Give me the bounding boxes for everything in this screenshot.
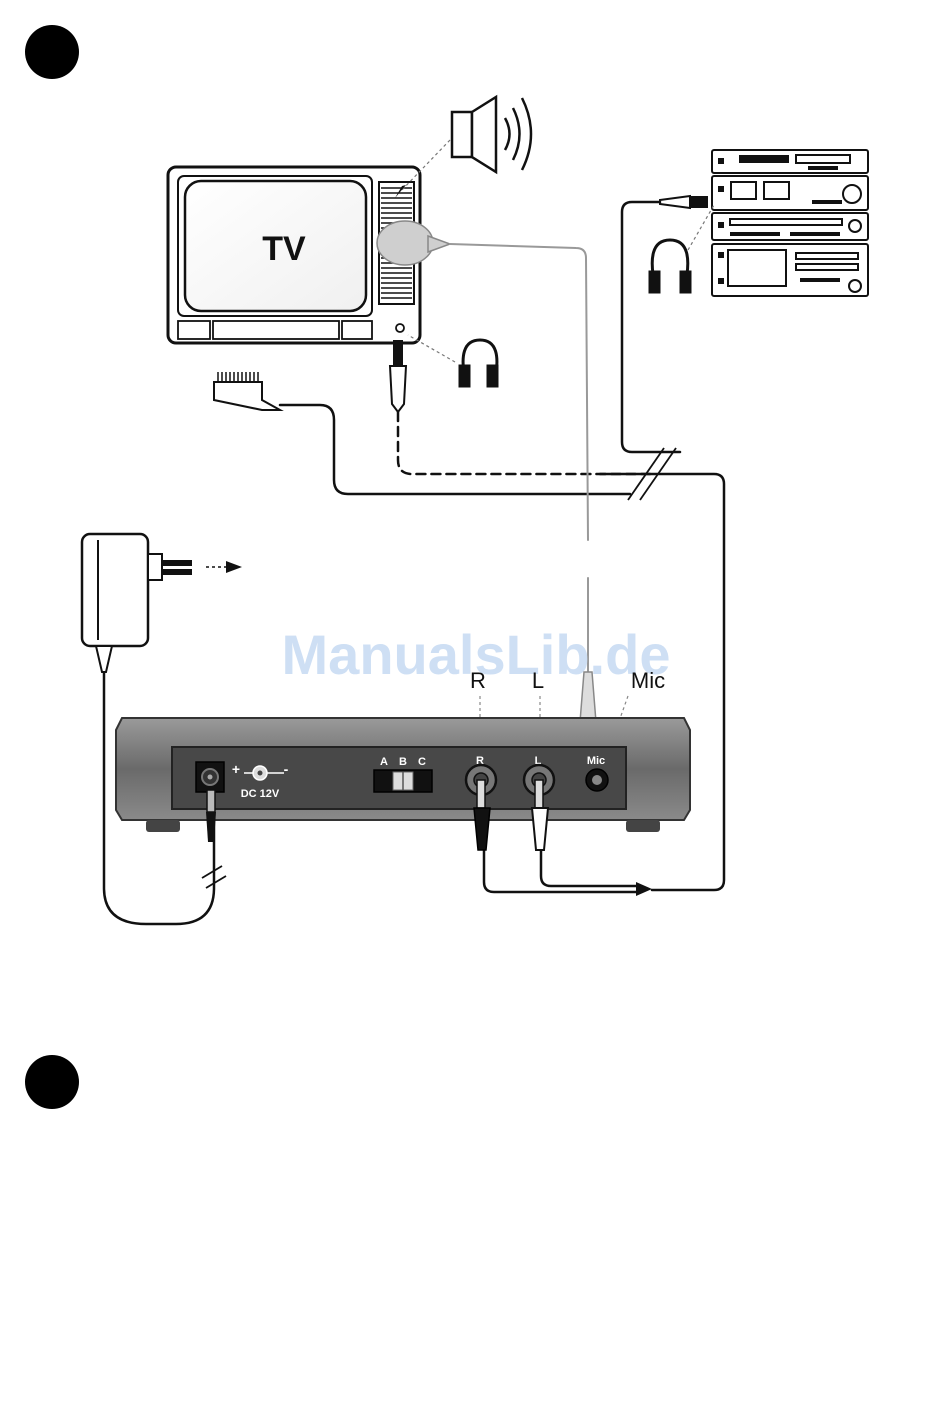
headphone-jack-plug — [390, 340, 406, 412]
dc-power-socket — [196, 762, 224, 792]
loudspeaker-icon — [452, 97, 531, 172]
audio-l-cable — [541, 850, 640, 886]
switch-label-a: A — [380, 756, 388, 768]
mic-jack — [586, 769, 608, 791]
microphone-cable — [450, 244, 588, 540]
microphone-clip — [377, 221, 450, 265]
hifi-jack-plug — [660, 196, 708, 208]
headphone-cable — [398, 412, 650, 474]
hifi-stack — [712, 150, 868, 296]
power-adapter — [82, 534, 192, 672]
cable-arrow — [636, 882, 652, 896]
headphone-icon-hifi — [650, 240, 690, 292]
scart-plug — [214, 372, 280, 410]
jack-label-mic: Mic — [587, 755, 605, 767]
power-adapter-arrow — [226, 561, 242, 573]
step-marker-1 — [25, 25, 79, 79]
channel-selector-switch — [374, 770, 432, 792]
device-foot-right — [626, 820, 660, 832]
port-label-l: L — [532, 668, 544, 693]
tv-headphone-socket — [396, 324, 404, 332]
device-foot-left — [146, 820, 180, 832]
switch-label-c: C — [418, 756, 426, 768]
scart-cable — [280, 405, 630, 494]
switch-label-b: B — [399, 756, 407, 768]
headphone-icon-tv — [460, 340, 497, 386]
step-marker-2 — [25, 1055, 79, 1109]
port-label-mic: Mic — [631, 668, 665, 693]
tv-label: TV — [262, 230, 306, 268]
dc-plus-label: + — [232, 761, 240, 777]
headphone-pointer-hifi — [688, 205, 714, 250]
dc-plug — [206, 790, 216, 842]
dc-voltage-label: DC 12V — [241, 788, 280, 800]
port-label-r: R — [470, 668, 486, 693]
dc-minus-label: - — [284, 761, 289, 777]
